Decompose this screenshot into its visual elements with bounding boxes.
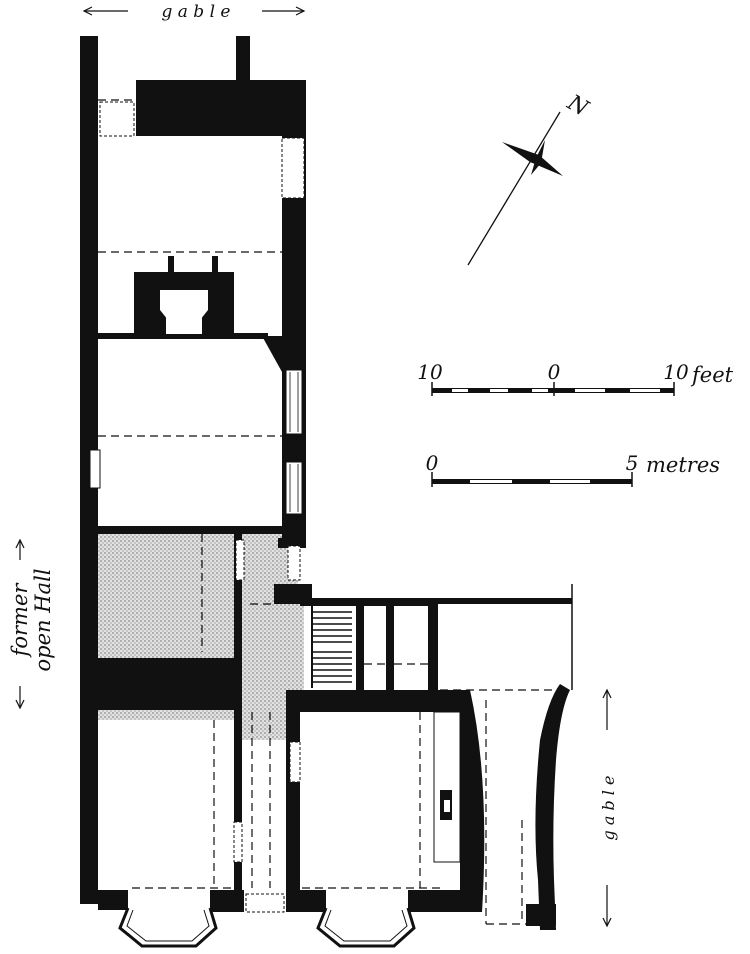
scale-bar-metres: 0 5 metres: [426, 451, 720, 487]
gable-top-label: g a b l e: [161, 2, 230, 22]
gable-right-label: g a b l e: [599, 776, 618, 841]
windows-upper: [89, 101, 305, 515]
former-open-hall-label: former open Hall: [8, 538, 55, 710]
stippled-floors: [98, 534, 304, 740]
scale-bar-feet: 10 0 10 feet: [417, 360, 734, 396]
right-annex-outline: [435, 584, 573, 690]
scale-metres-left: 0: [426, 451, 439, 475]
dashed-beams: [98, 99, 556, 925]
fireplace: [160, 290, 208, 334]
scale-feet-left: 10: [417, 360, 443, 384]
scale-feet-unit: feet: [690, 363, 734, 387]
staircase: [311, 606, 352, 688]
open-hall-label: open Hall: [31, 569, 55, 672]
gable-right-dimension: g a b l e: [599, 688, 618, 928]
walls: [80, 36, 572, 930]
north-label: N: [562, 90, 593, 122]
former-label: former: [8, 582, 32, 659]
door-openings: [233, 539, 301, 913]
scale-feet-right: 10: [663, 360, 689, 384]
bay-window-left: [118, 907, 218, 948]
gable-top-dimension: g a b l e: [82, 2, 306, 22]
bay-window-right: [316, 907, 416, 948]
wall-niche: [433, 711, 461, 863]
scale-metres-unit: metres: [646, 453, 720, 477]
north-arrow: N: [467, 90, 593, 266]
scale-metres-right: 5: [626, 451, 639, 475]
scale-feet-mid: 0: [548, 360, 561, 384]
